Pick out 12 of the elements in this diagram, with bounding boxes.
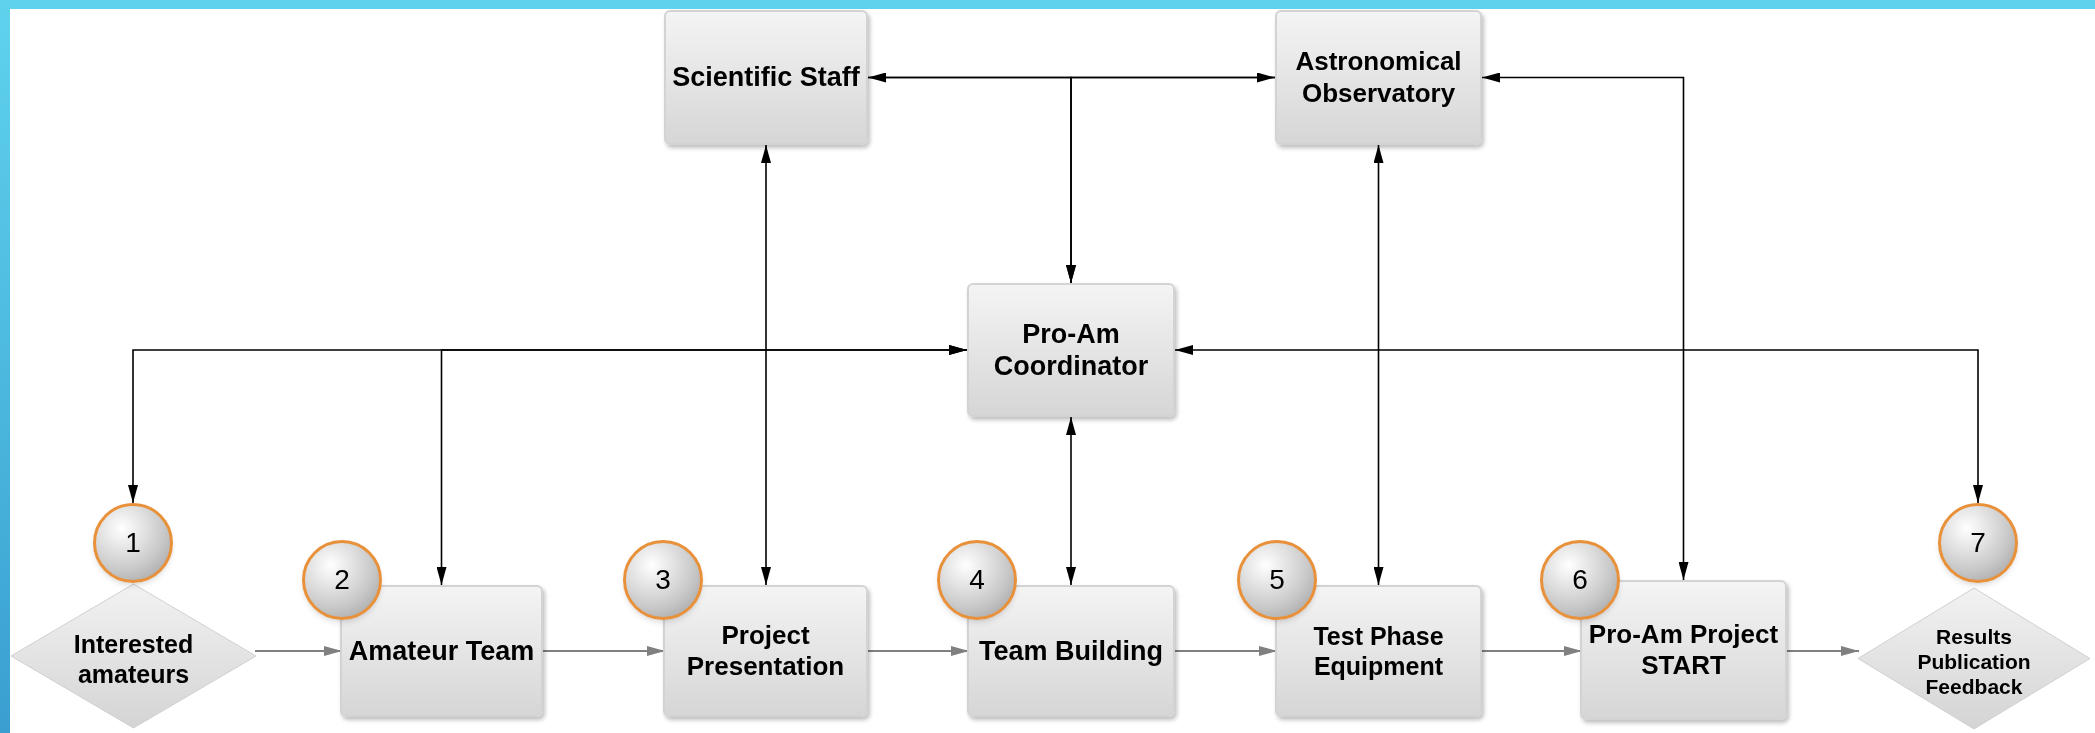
connector-arrow xyxy=(436,345,968,586)
process-box: Pro-Am Coordinator xyxy=(967,283,1175,417)
connector-arrow xyxy=(1481,72,1689,581)
connector-arrow xyxy=(1174,345,1983,504)
connector-arrow xyxy=(761,144,771,586)
connector-arrow xyxy=(1066,416,1076,586)
process-box: Astronomical Observatory xyxy=(1275,10,1482,145)
decision-diamond: Interested amateurs xyxy=(10,583,257,729)
process-box: Scientific Staff xyxy=(664,10,868,145)
decision-diamond: Results Publication Feedback xyxy=(1857,587,2091,730)
connector-arrow xyxy=(1066,76,1276,284)
connector-arrow xyxy=(1373,144,1384,586)
